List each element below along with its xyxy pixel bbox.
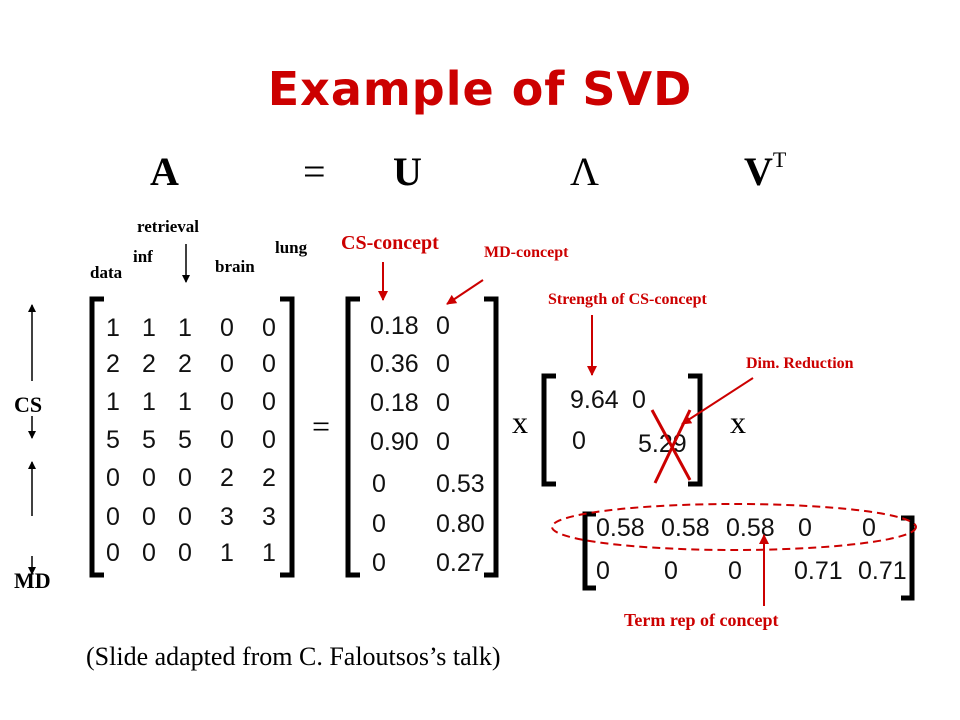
- matrix-lambda-left-bracket: [541, 373, 556, 487]
- equation-v-letter: V: [744, 149, 773, 194]
- matrix-a-cell: 0: [106, 464, 120, 492]
- matrix-a-cell: 1: [106, 388, 120, 416]
- matrix-vt-cell: 0.58: [661, 514, 710, 542]
- equation-equals: =: [303, 149, 326, 194]
- matrix-a-left-bracket: [89, 296, 104, 578]
- matrix-a-cell: 0: [178, 539, 192, 567]
- cross-out-stroke-1: [650, 409, 692, 481]
- matrix-a-cell: 0: [178, 464, 192, 492]
- term-label-retrieval: retrieval: [137, 217, 199, 236]
- matrix-a-cell: 2: [178, 350, 192, 378]
- matrix-u-left-bracket: [345, 296, 360, 578]
- matrix-a-cell: 2: [142, 350, 156, 378]
- matrix-a-cell: 0: [220, 388, 234, 416]
- matrix-u-cell: 0.18: [370, 312, 419, 340]
- matrix-u-cell: 0.80: [436, 510, 485, 538]
- annotation-cs-concept: CS-concept: [341, 232, 439, 254]
- equation-v-superscript: T: [772, 146, 787, 172]
- matrix-u-right-bracket: [484, 296, 499, 578]
- matrix-lambda-right-bracket: [688, 373, 703, 487]
- matrix-a-cell: 1: [262, 539, 276, 567]
- matrix-a-cell: 5: [178, 426, 192, 454]
- matrix-a-cell: 0: [142, 464, 156, 492]
- dim-reduction-arrow: [681, 377, 754, 425]
- equation-u: U: [393, 149, 422, 194]
- annotation-term-rep: Term rep of concept: [624, 610, 779, 630]
- matrix-u-cell: 0.53: [436, 470, 485, 498]
- matrix-u-cell: 0: [372, 470, 386, 498]
- matrix-a-cell: 1: [142, 388, 156, 416]
- term-label-lung: lung: [275, 238, 308, 257]
- matrix-a-cell: 3: [262, 503, 276, 531]
- matrix-a-cell: 0: [142, 503, 156, 531]
- matrix-a-cell: 0: [106, 503, 120, 531]
- md-concept-arrow: [446, 279, 484, 305]
- cross-out-stroke-2: [653, 409, 692, 484]
- matrix-a-cell: 5: [106, 426, 120, 454]
- matrix-lambda-cell: 0: [632, 386, 646, 414]
- matrix-u-cell: 0.36: [370, 350, 419, 378]
- times-operator-2: x: [730, 404, 746, 440]
- matrix-u-cell: 0: [436, 312, 450, 340]
- matrix-a-cell: 1: [106, 314, 120, 342]
- matrix-a-cell: 1: [178, 388, 192, 416]
- matrix-a-cell: 0: [220, 314, 234, 342]
- matrix-a-cell: 1: [220, 539, 234, 567]
- equation-a: A: [150, 149, 179, 194]
- matrix-vt-cell: 0: [798, 514, 812, 542]
- matrix-vt-cell: 0.71: [858, 557, 907, 585]
- matrix-a-cell: 2: [262, 464, 276, 492]
- term-label-inf: inf: [133, 247, 153, 266]
- matrix-vt-cell: 0: [728, 557, 742, 585]
- slide-caption: (Slide adapted from C. Faloutsos’s talk): [86, 642, 501, 671]
- matrix-a-cell: 0: [220, 426, 234, 454]
- equation-v: VT: [744, 146, 787, 195]
- matrix-a-cell: 5: [142, 426, 156, 454]
- matrix-u-cell: 0.18: [370, 389, 419, 417]
- matrix-a-cell: 0: [178, 503, 192, 531]
- matrix-u-cell: 0: [372, 549, 386, 577]
- matrix-u-cell: 0: [372, 510, 386, 538]
- matrix-a-cell: 1: [142, 314, 156, 342]
- matrix-vt-cell: 0.58: [596, 514, 645, 542]
- matrix-lambda-cell: 9.64: [570, 386, 619, 414]
- vt-row-highlight-ellipse: [551, 503, 917, 551]
- annotation-md-concept: MD-concept: [484, 244, 569, 261]
- equals-operator: =: [312, 408, 331, 444]
- matrix-vt-cell: 0: [664, 557, 678, 585]
- term-label-data: data: [90, 263, 123, 282]
- matrix-a-right-bracket: [280, 296, 295, 578]
- matrix-u-cell: 0: [436, 428, 450, 456]
- times-operator-1: x: [512, 404, 528, 440]
- matrix-lambda-cell: 0: [572, 427, 586, 455]
- slide-title: Example of SVD: [267, 62, 693, 116]
- matrix-a-cell: 2: [106, 350, 120, 378]
- matrix-u-cell: 0: [436, 389, 450, 417]
- equation-lambda: Λ: [570, 149, 600, 194]
- matrix-a-cell: 0: [262, 350, 276, 378]
- term-label-brain: brain: [215, 257, 255, 276]
- matrix-a-cell: 0: [220, 350, 234, 378]
- matrix-a-cell: 2: [220, 464, 234, 492]
- annotation-dim-reduction: Dim. Reduction: [746, 355, 854, 372]
- matrix-vt-cell: 0: [596, 557, 610, 585]
- matrix-vt-cell: 0.71: [794, 557, 843, 585]
- matrix-vt-cell: 0: [862, 514, 876, 542]
- matrix-a-cell: 3: [220, 503, 234, 531]
- matrix-a-cell: 0: [142, 539, 156, 567]
- matrix-u-cell: 0.90: [370, 428, 419, 456]
- matrix-vt-right-bracket: [901, 515, 915, 601]
- matrix-a-cell: 0: [106, 539, 120, 567]
- matrix-vt-left-bracket: [582, 511, 596, 591]
- row-group-cs-label: CS: [14, 392, 43, 417]
- matrix-a-cell: 0: [262, 314, 276, 342]
- matrix-a-cell: 1: [178, 314, 192, 342]
- matrix-a-cell: 0: [262, 426, 276, 454]
- annotation-strength: Strength of CS-concept: [548, 291, 707, 308]
- matrix-u-cell: 0: [436, 350, 450, 378]
- matrix-u-cell: 0.27: [436, 549, 485, 577]
- matrix-a-cell: 0: [262, 388, 276, 416]
